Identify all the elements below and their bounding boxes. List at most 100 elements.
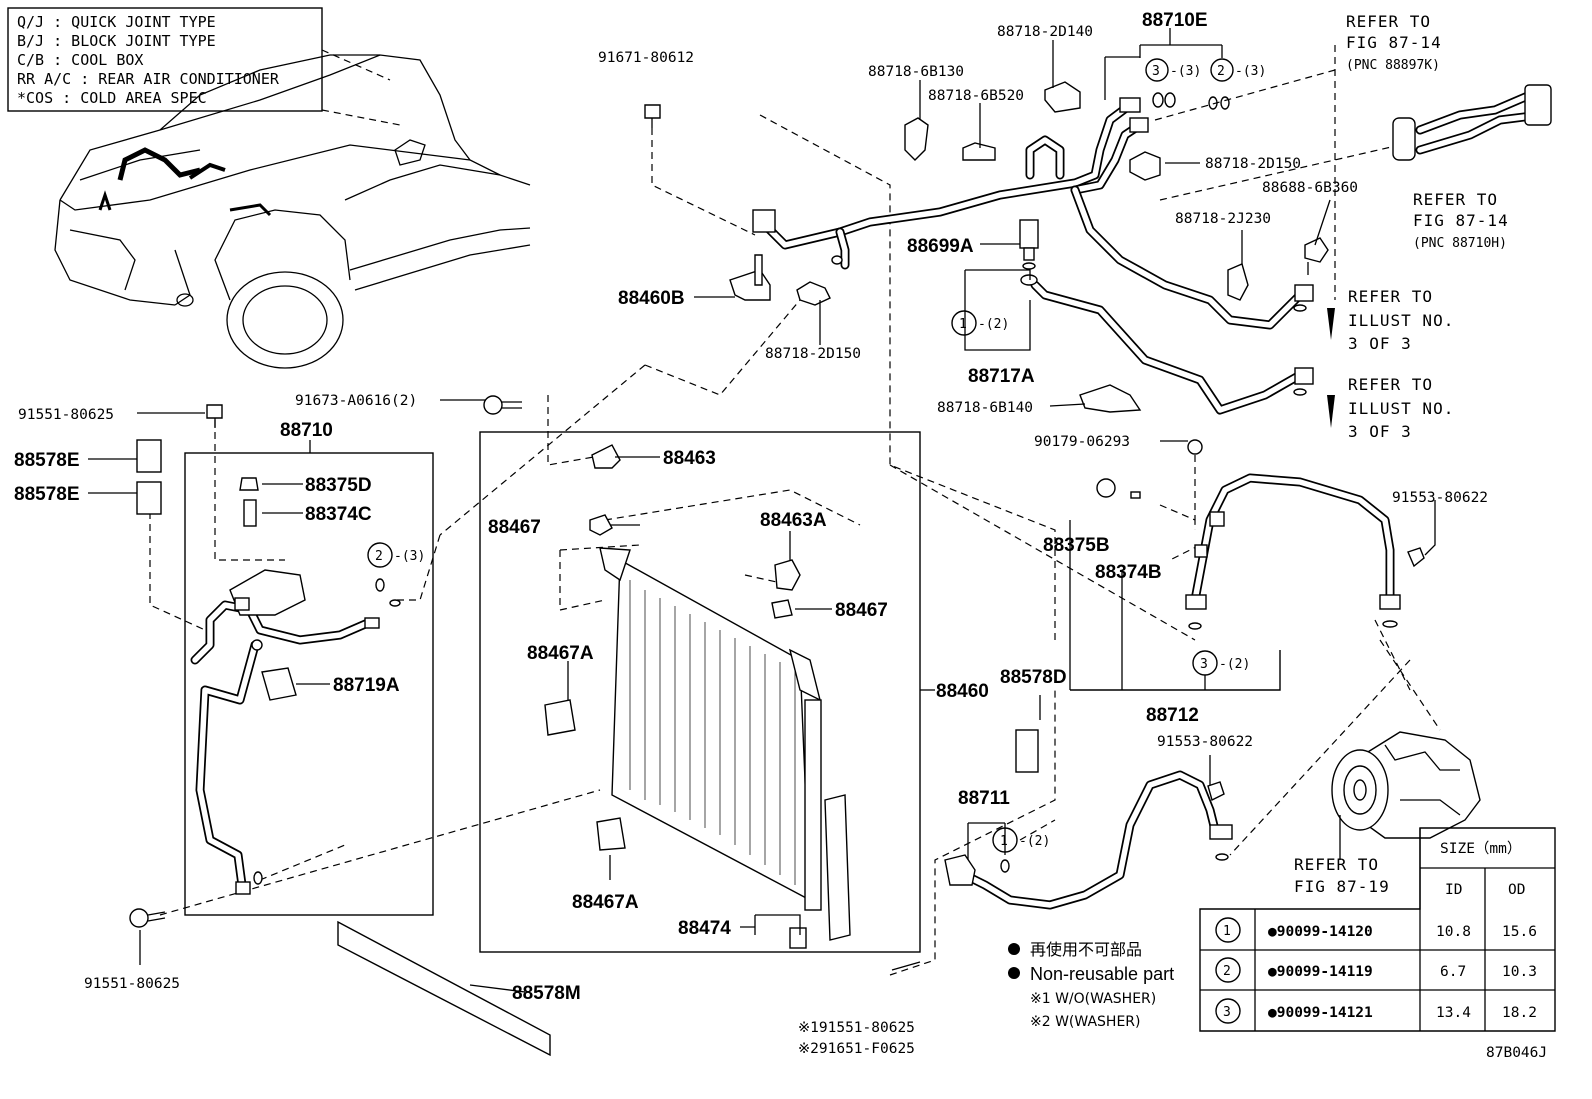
label-88712: 88712 <box>1146 705 1199 726</box>
refer-line: FIG 87-14 <box>1413 211 1509 230</box>
label-88718-2d150-upper: 88718-2D150 <box>1205 156 1301 172</box>
legend-line: Q/J : QUICK JOINT TYPE <box>17 13 216 31</box>
size-row-od: 18.2 <box>1502 1005 1537 1021</box>
refer-line: REFER TO <box>1348 287 1433 306</box>
group-88712 <box>1069 473 1425 691</box>
legend-line: C/B : COOL BOX <box>17 51 143 69</box>
upper-pipe-assembly <box>752 97 1314 415</box>
label-88460: 88460 <box>936 681 989 702</box>
legend-line: B/J : BLOCK JOINT TYPE <box>17 32 216 50</box>
circle-ref-num: 1 <box>1000 834 1008 849</box>
circle-ref-num: 2 <box>375 549 383 564</box>
refer-line: 3 OF 3 <box>1348 422 1412 441</box>
label-88374b: 88374B <box>1095 562 1162 583</box>
refer-labels: REFER TO FIG 87-14 (PNC 88897K) REFER TO… <box>1294 12 1509 896</box>
refer-line: (PNC 88710H) <box>1413 236 1507 251</box>
label-91553-80622-lower: 91553-80622 <box>1157 734 1253 750</box>
size-row-part: ●90099-14120 <box>1268 924 1373 940</box>
label-88717a: 88717A <box>968 366 1035 387</box>
compressor-illustration <box>1331 731 1481 839</box>
circle-ref-num: 3 <box>1152 64 1160 79</box>
refer-line: REFER TO <box>1348 375 1433 394</box>
figure-id: 87B046J <box>1486 1045 1547 1061</box>
refer-arrows <box>1327 308 1335 428</box>
note-nonreusable: Non-reusable part <box>1030 964 1174 984</box>
label-88578e-2: 88578E <box>14 484 80 505</box>
label-88467-top: 88467 <box>488 517 541 538</box>
label-88578d: 88578D <box>1000 667 1067 688</box>
circle-ref-num: 3 <box>1200 657 1208 672</box>
bolt-91551-top <box>206 404 223 428</box>
circle-ref-2 <box>1210 58 1234 82</box>
legend-line: RR A/C : REAR AIR CONDITIONER <box>17 70 280 88</box>
size-row-ref: 1 <box>1223 924 1231 939</box>
circle-ref-1b <box>992 827 1018 853</box>
note-jp: 再使用不可部品 <box>1030 940 1142 959</box>
size-table: SIZE（mm） ID OD 1 ●90099-14120 10.8 15.6 … <box>1199 827 1556 1032</box>
refer-line: ILLUST NO. <box>1348 311 1454 330</box>
size-row-od: 10.3 <box>1502 964 1537 980</box>
label-88467a-upper: 88467A <box>527 643 594 664</box>
circle-ref-3b <box>1192 650 1218 676</box>
label-88718-2d150-lower: 88718-2D150 <box>765 346 861 362</box>
label-88718-2j230: 88718-2J230 <box>1175 211 1271 227</box>
label-90179-06293: 90179-06293 <box>1034 434 1130 450</box>
label-88699a: 88699A <box>907 236 974 257</box>
label-88718-6b520: 88718-6B520 <box>928 88 1024 104</box>
group-88711 <box>944 770 1233 910</box>
circle-ref-qty: -(3) <box>1170 64 1201 79</box>
refer-line: REFER TO <box>1413 190 1498 209</box>
label-88463: 88463 <box>663 448 716 469</box>
size-row-id: 10.8 <box>1436 924 1471 940</box>
label-91551-80625-bottom: 91551-80625 <box>84 976 180 992</box>
label-88467a-lower: 88467A <box>572 892 639 913</box>
label-88719a: 88719A <box>333 675 400 696</box>
refer-line: FIG 87-19 <box>1294 877 1390 896</box>
notes: 再使用不可部品 Non-reusable part ※1 W/O(WASHER)… <box>1008 940 1174 1030</box>
size-row-ref: 2 <box>1223 964 1231 979</box>
label-91673-a0616: 91673-A0616(2) <box>295 393 417 409</box>
label-88718-2d140: 88718-2D140 <box>997 24 1093 40</box>
circle-ref-1 <box>951 310 977 336</box>
abbreviation-legend: Q/J : QUICK JOINT TYPE B/J : BLOCK JOINT… <box>7 7 323 112</box>
label-88578m: 88578M <box>512 983 581 1004</box>
circle-ref-qty: -(3) <box>1235 64 1266 79</box>
label-91553-80622-upper: 91553-80622 <box>1392 490 1488 506</box>
refer-line: ILLUST NO. <box>1348 399 1454 418</box>
pad-88578e-1 <box>136 439 162 473</box>
dashed-leaders <box>149 45 1441 976</box>
pad-88578e-2 <box>136 481 162 515</box>
size-row-id: 6.7 <box>1440 964 1466 980</box>
label-91551-80625-note: ※191551-80625 <box>798 1020 915 1036</box>
circle-ref-qty: -(2) <box>978 317 1009 332</box>
circle-ref-2b <box>367 542 393 568</box>
refer-line: REFER TO <box>1346 12 1431 31</box>
bolt-91551-bottom <box>129 908 166 928</box>
label-88711: 88711 <box>958 788 1010 809</box>
circle-ref-3 <box>1145 58 1169 82</box>
circle-ref-num: 2 <box>1217 64 1225 79</box>
label-88460b: 88460B <box>618 288 685 309</box>
size-row-part: ●90099-14121 <box>1268 1005 1373 1021</box>
circle-ref-qty: -(2) <box>1219 657 1250 672</box>
size-col-id: ID <box>1445 882 1462 898</box>
label-88375b: 88375B <box>1043 535 1110 556</box>
circle-ref-num: 1 <box>959 317 967 332</box>
label-88578e-1: 88578E <box>14 450 80 471</box>
refer-line: (PNC 88897K) <box>1346 58 1440 73</box>
refer-line: 3 OF 3 <box>1348 334 1412 353</box>
note-washer-1: ※1 W/O(WASHER) <box>1030 991 1156 1007</box>
pad-88578d <box>1015 729 1039 773</box>
rear-ac-pipes <box>1392 84 1552 161</box>
label-88474: 88474 <box>678 918 731 939</box>
label-91671-80612: 91671-80612 <box>598 50 694 66</box>
refer-line: REFER TO <box>1294 855 1379 874</box>
label-88710e: 88710E <box>1142 10 1208 31</box>
size-row-id: 13.4 <box>1436 1005 1471 1021</box>
circle-ref-qty: -(2) <box>1019 834 1050 849</box>
refer-line: FIG 87-14 <box>1346 33 1442 52</box>
size-row-ref: 3 <box>1223 1005 1231 1020</box>
vehicle-illustration <box>54 54 531 369</box>
small-parts-top <box>483 81 1329 455</box>
